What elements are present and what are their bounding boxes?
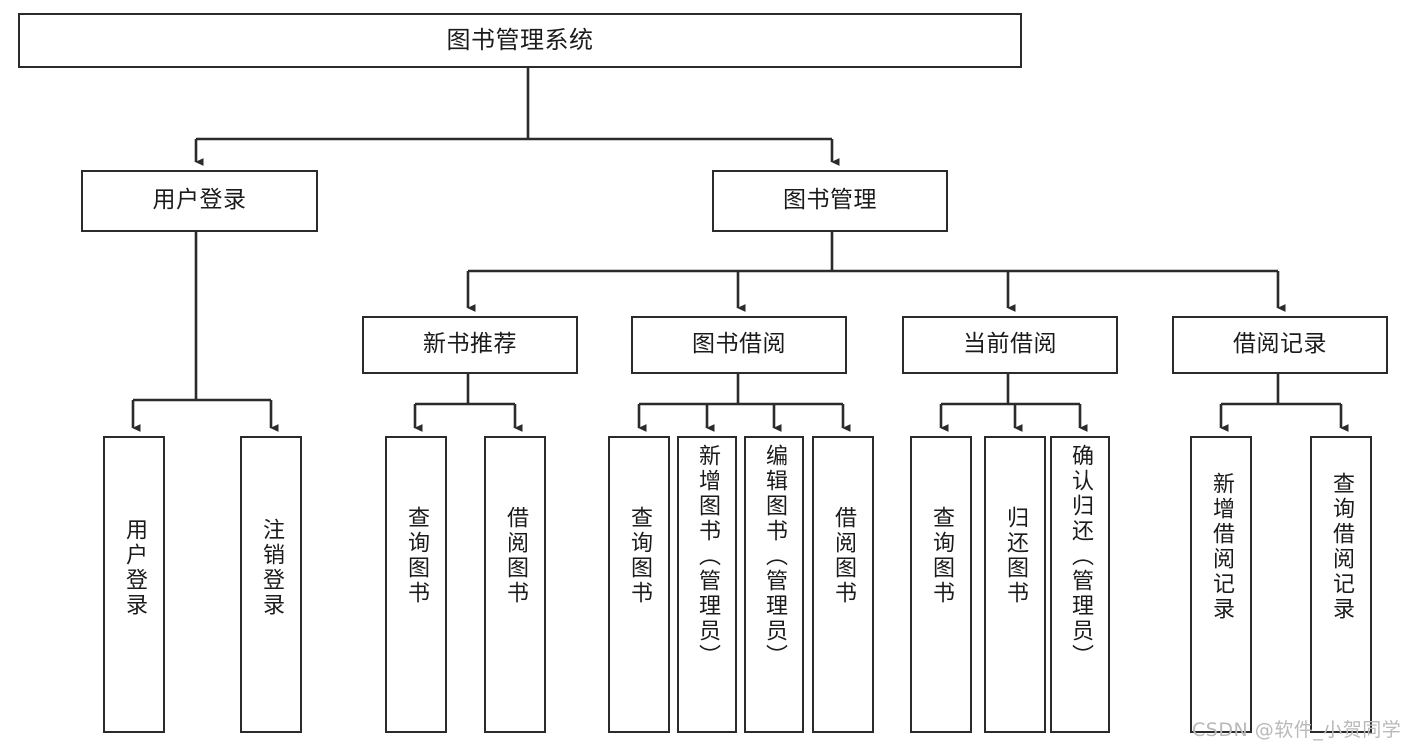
- node-leaf-cur-return[interactable]: 归还图书: [984, 436, 1046, 733]
- node-leaf-rec-query[interactable]: 查询图书: [385, 436, 447, 733]
- node-book-manage-label: 图书管理: [783, 187, 877, 214]
- node-leaf-book-lend-label: 借阅图书: [831, 506, 856, 606]
- node-leaf-rec-add-label: 新增借阅记录: [1209, 472, 1234, 622]
- node-leaf-user-logout-label: 注销登录: [259, 518, 284, 618]
- node-leaf-cur-return-label: 归还图书: [1003, 506, 1028, 606]
- node-book-manage[interactable]: 图书管理: [712, 170, 948, 232]
- node-leaf-borrow-query[interactable]: 查询图书: [608, 436, 670, 733]
- node-borrow-record-label: 借阅记录: [1233, 331, 1327, 358]
- node-leaf-rec-query2[interactable]: 查询借阅记录: [1310, 436, 1372, 733]
- node-leaf-cur-query-label: 查询图书: [929, 506, 954, 606]
- node-user-login-label: 用户登录: [152, 187, 247, 214]
- node-leaf-book-edit[interactable]: 编辑图书（管理员）: [744, 436, 804, 733]
- node-borrow-record[interactable]: 借阅记录: [1172, 316, 1388, 374]
- node-leaf-rec-query-label: 查询图书: [404, 506, 429, 606]
- node-leaf-rec-borrow[interactable]: 借阅图书: [484, 436, 546, 733]
- node-new-book-rec-label: 新书推荐: [423, 331, 517, 358]
- node-leaf-rec-borrow-label: 借阅图书: [503, 506, 528, 606]
- node-leaf-rec-query2-label: 查询借阅记录: [1329, 472, 1354, 622]
- node-leaf-cur-query[interactable]: 查询图书: [910, 436, 972, 733]
- node-leaf-cur-confirm-label: 确认归还（管理员）: [1068, 444, 1093, 669]
- node-leaf-book-lend[interactable]: 借阅图书: [812, 436, 874, 733]
- node-leaf-cur-confirm[interactable]: 确认归还（管理员）: [1050, 436, 1110, 733]
- node-current-borrow[interactable]: 当前借阅: [902, 316, 1118, 374]
- node-leaf-user-login[interactable]: 用户登录: [103, 436, 165, 733]
- node-book-borrow[interactable]: 图书借阅: [631, 316, 847, 374]
- node-leaf-user-login-label: 用户登录: [122, 518, 147, 618]
- node-root-label: 图书管理系统: [446, 26, 594, 55]
- node-book-borrow-label: 图书借阅: [692, 331, 786, 358]
- node-new-book-rec[interactable]: 新书推荐: [362, 316, 578, 374]
- csdn-watermark: CSDN @软件_小贺同学: [1192, 719, 1402, 741]
- node-leaf-book-add[interactable]: 新增图书（管理员）: [677, 436, 737, 733]
- node-root[interactable]: 图书管理系统: [18, 13, 1022, 68]
- node-leaf-book-edit-label: 编辑图书（管理员）: [762, 444, 787, 669]
- node-leaf-book-add-label: 新增图书（管理员）: [695, 444, 720, 669]
- node-leaf-user-logout[interactable]: 注销登录: [240, 436, 302, 733]
- node-leaf-rec-add[interactable]: 新增借阅记录: [1190, 436, 1252, 733]
- node-current-borrow-label: 当前借阅: [963, 331, 1057, 358]
- node-user-login[interactable]: 用户登录: [81, 170, 318, 232]
- node-leaf-borrow-query-label: 查询图书: [627, 506, 652, 606]
